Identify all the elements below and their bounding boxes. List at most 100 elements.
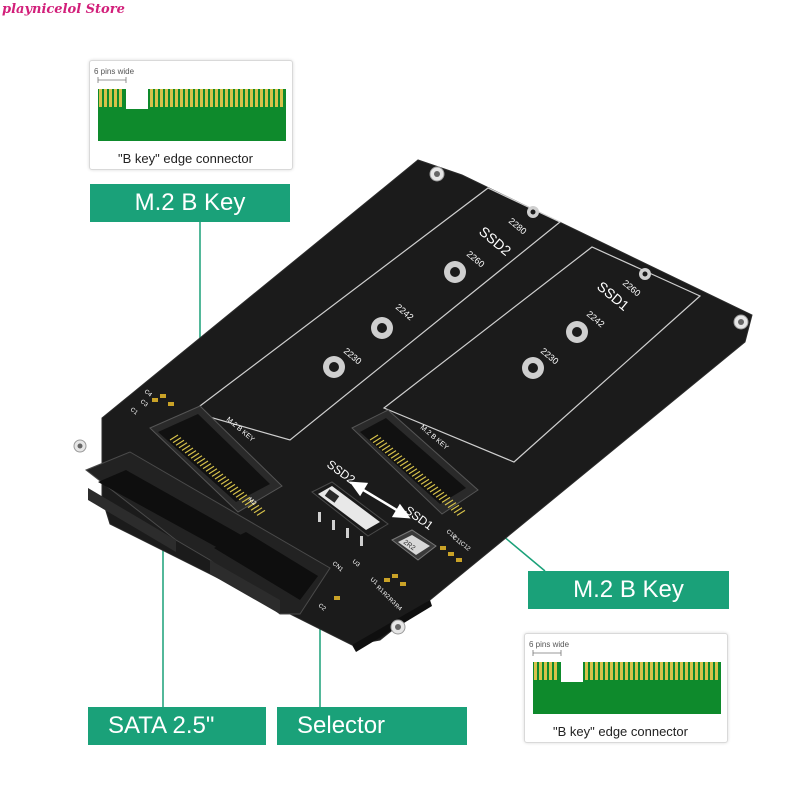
connector-pin bbox=[417, 476, 427, 483]
connector-pin bbox=[202, 463, 212, 470]
connector-pin bbox=[232, 489, 242, 496]
edge-pin bbox=[640, 662, 643, 680]
connector-pin bbox=[178, 442, 188, 449]
callout-m2-b-key-top: M.2 B Key bbox=[90, 184, 290, 222]
edge-pin bbox=[680, 662, 683, 680]
edge-pin bbox=[250, 89, 253, 107]
edge-pin bbox=[280, 89, 283, 107]
connector-pin bbox=[372, 437, 382, 444]
edge-pin bbox=[600, 662, 603, 680]
edge-connector-legend-top: 6 pins wide "B key" edge connector bbox=[89, 60, 293, 170]
edge-connector-caption: "B key" edge connector bbox=[553, 724, 688, 739]
sata-connector bbox=[85, 451, 331, 615]
connector-pin bbox=[247, 502, 257, 509]
connector-pin bbox=[190, 452, 200, 459]
edge-pin bbox=[215, 89, 218, 107]
label-c1: C1 bbox=[129, 407, 139, 417]
connector-pin bbox=[426, 483, 436, 490]
edge-pin bbox=[270, 89, 273, 107]
edge-pin bbox=[180, 89, 183, 107]
edge-connector-caption: "B key" edge connector bbox=[118, 151, 253, 166]
edge-pin bbox=[210, 89, 213, 107]
callout-selector: Selector bbox=[277, 707, 467, 745]
connector-pin bbox=[378, 442, 388, 449]
edge-pin bbox=[670, 662, 673, 680]
connector-pin bbox=[220, 478, 230, 485]
connector-pin bbox=[381, 444, 391, 451]
edge-pin bbox=[590, 662, 593, 680]
connector-pin bbox=[256, 509, 266, 516]
edge-pin bbox=[690, 662, 693, 680]
connector-pin bbox=[187, 450, 197, 457]
edge-pin bbox=[170, 89, 173, 107]
label-r4: R4 bbox=[393, 603, 403, 613]
edge-pin bbox=[265, 89, 268, 107]
connector-pin bbox=[396, 457, 406, 464]
edge-pin bbox=[175, 89, 178, 107]
label-c11: C11 bbox=[451, 535, 463, 547]
connector-pin bbox=[438, 494, 448, 501]
edge-pin bbox=[645, 662, 648, 680]
label-u3: U3 bbox=[351, 559, 361, 569]
edge-pin bbox=[710, 662, 713, 680]
connector-pin bbox=[387, 450, 397, 457]
edge-pin bbox=[205, 89, 208, 107]
edge-pin bbox=[635, 662, 638, 680]
connector-pin bbox=[369, 434, 379, 441]
connector-pin bbox=[375, 439, 385, 446]
edge-pin bbox=[165, 89, 168, 107]
edge-pin bbox=[700, 662, 703, 680]
connector-pin bbox=[193, 455, 203, 462]
edge-pin bbox=[595, 662, 598, 680]
connector-pin bbox=[393, 455, 403, 462]
connector-pin bbox=[226, 483, 236, 490]
edge-pin bbox=[660, 662, 663, 680]
connector-pin bbox=[211, 470, 221, 477]
callout-m2-b-key-right: M.2 B Key bbox=[528, 571, 729, 609]
edge-pin bbox=[605, 662, 608, 680]
connector-pin bbox=[453, 507, 463, 514]
connector-pin bbox=[250, 504, 260, 511]
edge-pin bbox=[225, 89, 228, 107]
edge-pin bbox=[685, 662, 688, 680]
store-watermark: playnicelol Store bbox=[2, 2, 125, 17]
ssd2-outline bbox=[190, 187, 562, 441]
inductor: 2R2 bbox=[391, 529, 437, 561]
connector-pin bbox=[390, 452, 400, 459]
connector-pin bbox=[229, 486, 239, 493]
edge-pin bbox=[695, 662, 698, 680]
connector-pin bbox=[450, 504, 460, 511]
connector-pin bbox=[244, 499, 254, 506]
label-c3: C3 bbox=[139, 399, 149, 409]
edge-pin bbox=[220, 89, 223, 107]
connector-pin bbox=[441, 496, 451, 503]
callout-sata: SATA 2.5" bbox=[88, 707, 266, 745]
connector-pin bbox=[432, 489, 442, 496]
connector-pin bbox=[223, 481, 233, 488]
edge-pin bbox=[610, 662, 613, 680]
connector-pin bbox=[217, 476, 227, 483]
edge-pin bbox=[705, 662, 708, 680]
edge-pin bbox=[585, 662, 588, 680]
connector-pin bbox=[447, 502, 457, 509]
connector-pin bbox=[408, 468, 418, 475]
connector-pin bbox=[241, 496, 251, 503]
label-m2: M2 bbox=[247, 497, 258, 507]
pins-wide-label: 6 pins wide bbox=[529, 640, 570, 649]
ssd1-outline bbox=[382, 246, 702, 463]
edge-connector-legend-bottom: 6 pins wide "B key" edge connector bbox=[524, 633, 728, 743]
edge-pin bbox=[200, 89, 203, 107]
connector-pin bbox=[196, 457, 206, 464]
connector-pin bbox=[402, 463, 412, 470]
edge-pin bbox=[230, 89, 233, 107]
edge-pin bbox=[190, 89, 193, 107]
connector-pin bbox=[405, 465, 415, 472]
edge-connector-illustration bbox=[532, 650, 721, 714]
connector-pin bbox=[411, 470, 421, 477]
connector-pin bbox=[208, 468, 218, 475]
edge-pin bbox=[665, 662, 668, 680]
connector-pin bbox=[184, 447, 194, 454]
edge-pin bbox=[615, 662, 618, 680]
edge-pin bbox=[255, 89, 258, 107]
